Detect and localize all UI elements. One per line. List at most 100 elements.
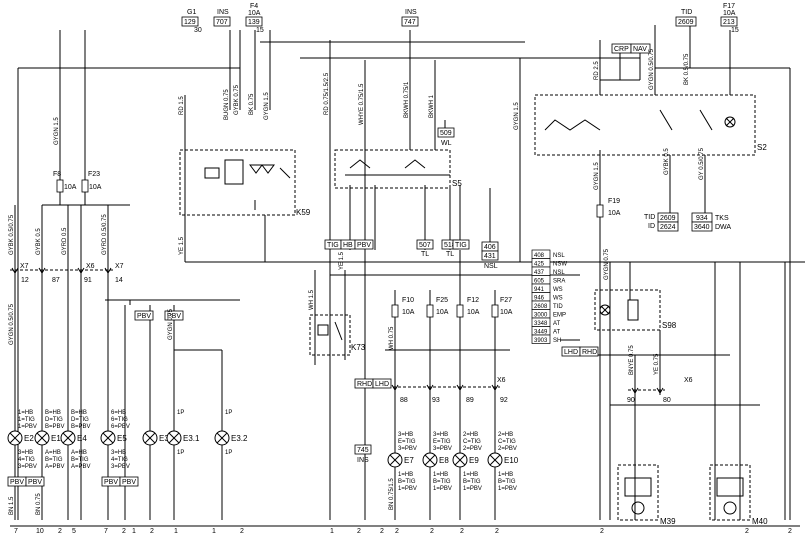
ground-pin-label: 2 [788, 528, 792, 534]
lamp-pin-bottom: 1=HB [463, 472, 478, 478]
m39-label: M39 [660, 517, 676, 526]
tag-pbv-7: PBV [122, 479, 136, 486]
lamp-pin-top: 1=PBV [18, 424, 37, 430]
s98-label: S98 [662, 321, 677, 330]
code-list-code: 941 [534, 287, 545, 293]
s98-internals [599, 299, 639, 321]
lamp-id: E9 [469, 456, 479, 465]
lamp-pin-bottom: 1=HB [398, 472, 413, 478]
lamp-pin-top: B=PBV [45, 424, 65, 430]
ground-pin-label: 5 [72, 528, 76, 534]
lamp-pin-top: 6=TIG [111, 417, 128, 423]
fuse-f8-label: F8 [53, 171, 61, 178]
ground-pin-label: 7 [14, 528, 18, 534]
g1-pin: 30 [194, 27, 202, 34]
tag-pbv-5: PBV [28, 479, 42, 486]
lamp-pin-bottom: 3=PBV [111, 464, 130, 470]
lamp-pin-top: 3=HB [398, 432, 413, 438]
fuse-labels: F8 10A F23 10A F19 10A F10 10A F25 10A F… [53, 171, 621, 316]
ground-pin-label: 7 [104, 528, 108, 534]
lamp-pin-top: C=TIG [463, 439, 481, 445]
f17-amp: 10A [723, 10, 736, 17]
wire-label: GYRD 0.5 [62, 227, 68, 255]
fuse-f19-amp: 10A [608, 210, 621, 217]
lamp-cross-b [489, 454, 501, 466]
code-list-label: SH [553, 338, 561, 344]
lamp-pin-top: 2=HB [498, 432, 513, 438]
right-wires [599, 25, 786, 520]
x6d-pin-0: 90 [627, 397, 635, 404]
code-list-label: AT [553, 330, 561, 336]
ground-pin-label: 2 [122, 528, 126, 534]
fuse-f27-label: F27 [500, 297, 512, 304]
wire-label: GYBK 0.5/0.75 [9, 214, 15, 255]
x7b-pin: 14 [115, 277, 123, 284]
wire-label: BKWH 1 [429, 94, 435, 118]
motor-symbols [624, 477, 744, 515]
lamp-pin-bottom: 1=PBV [433, 486, 452, 492]
lamp-pin-bottom: 3=PBV [18, 464, 37, 470]
lamp-id: E10 [504, 456, 519, 465]
code-list-label: NSW [553, 262, 567, 268]
x6c-name: X6 [497, 377, 506, 384]
tag-pbv-3: PBV [167, 313, 181, 320]
tid-code: 2609 [678, 19, 694, 26]
component-outlines [179, 94, 756, 521]
lamp-pin-top: B=HB [71, 410, 87, 416]
x6c-pin-3: 92 [500, 397, 508, 404]
s5-internals [345, 159, 450, 176]
wire-label: GY 0.5/0.75 [699, 147, 705, 180]
lamp-pin-bottom: 3=HB [111, 450, 126, 456]
code-list-label: SRA [553, 279, 565, 285]
x6d-name: X6 [684, 377, 693, 384]
ground-pin-label: 1 [330, 528, 334, 534]
wire-label: BNYE 0.75 [629, 345, 635, 375]
ground-pin-label: 2 [745, 528, 749, 534]
lamp-pin-top: 1=TIG [18, 417, 35, 423]
lamp-cross-b [216, 432, 228, 444]
x7a-name: X7 [20, 263, 29, 270]
lamp-pin-bottom: A=HB [71, 450, 87, 456]
lamp-pin-bottom: 1=PBV [463, 486, 482, 492]
box-507-code: 507 [419, 242, 431, 249]
x6c-pin-1: 93 [432, 397, 440, 404]
lamp-pin-bottom: 1=HB [498, 472, 513, 478]
f17-name: F17 [723, 3, 735, 10]
box-934-code: 934 [696, 215, 708, 222]
lamp-pin-top: E=TIG [433, 439, 451, 445]
ins1-code: 707 [216, 19, 228, 26]
fuse-f19-label: F19 [608, 198, 620, 205]
tag-rhd-2: RHD [582, 349, 597, 356]
x7a-pin: 12 [21, 277, 29, 284]
lamp-pin-bottom: 1=PBV [498, 486, 517, 492]
top-label-tid: TID 2609 [675, 9, 697, 27]
box-745-code: 745 [357, 447, 369, 454]
code-list-code: 3348 [534, 321, 548, 327]
x6a-pin: 87 [52, 277, 60, 284]
s5-label: S5 [452, 179, 462, 188]
lamp-pin-top: 3=HB [433, 432, 448, 438]
wire-label: GYGN 0.5/0.75 [649, 48, 655, 90]
code-list-code: 605 [534, 279, 545, 285]
code-list-label: TID [553, 304, 563, 310]
top-label-g1: G1 129 30 [181, 9, 202, 34]
x7b-name: X7 [115, 263, 124, 270]
box-934-label: TKS [715, 215, 729, 222]
lamp-pin-bottom: 1=HB [433, 472, 448, 478]
code-list-code: 425 [534, 262, 545, 268]
tag-pbv-4: PBV [10, 479, 24, 486]
fuse-f27-amp: 10A [500, 309, 513, 316]
tag-pbv-2: PBV [137, 313, 151, 320]
lamp-pin-bottom: B=TIG [398, 479, 416, 485]
wire-label: WH 1.5 [309, 289, 315, 310]
lamp-pin-top: B=PBV [71, 424, 91, 430]
top-label-ins1: INS 707 [213, 9, 231, 27]
lamp-cross-b [168, 432, 180, 444]
